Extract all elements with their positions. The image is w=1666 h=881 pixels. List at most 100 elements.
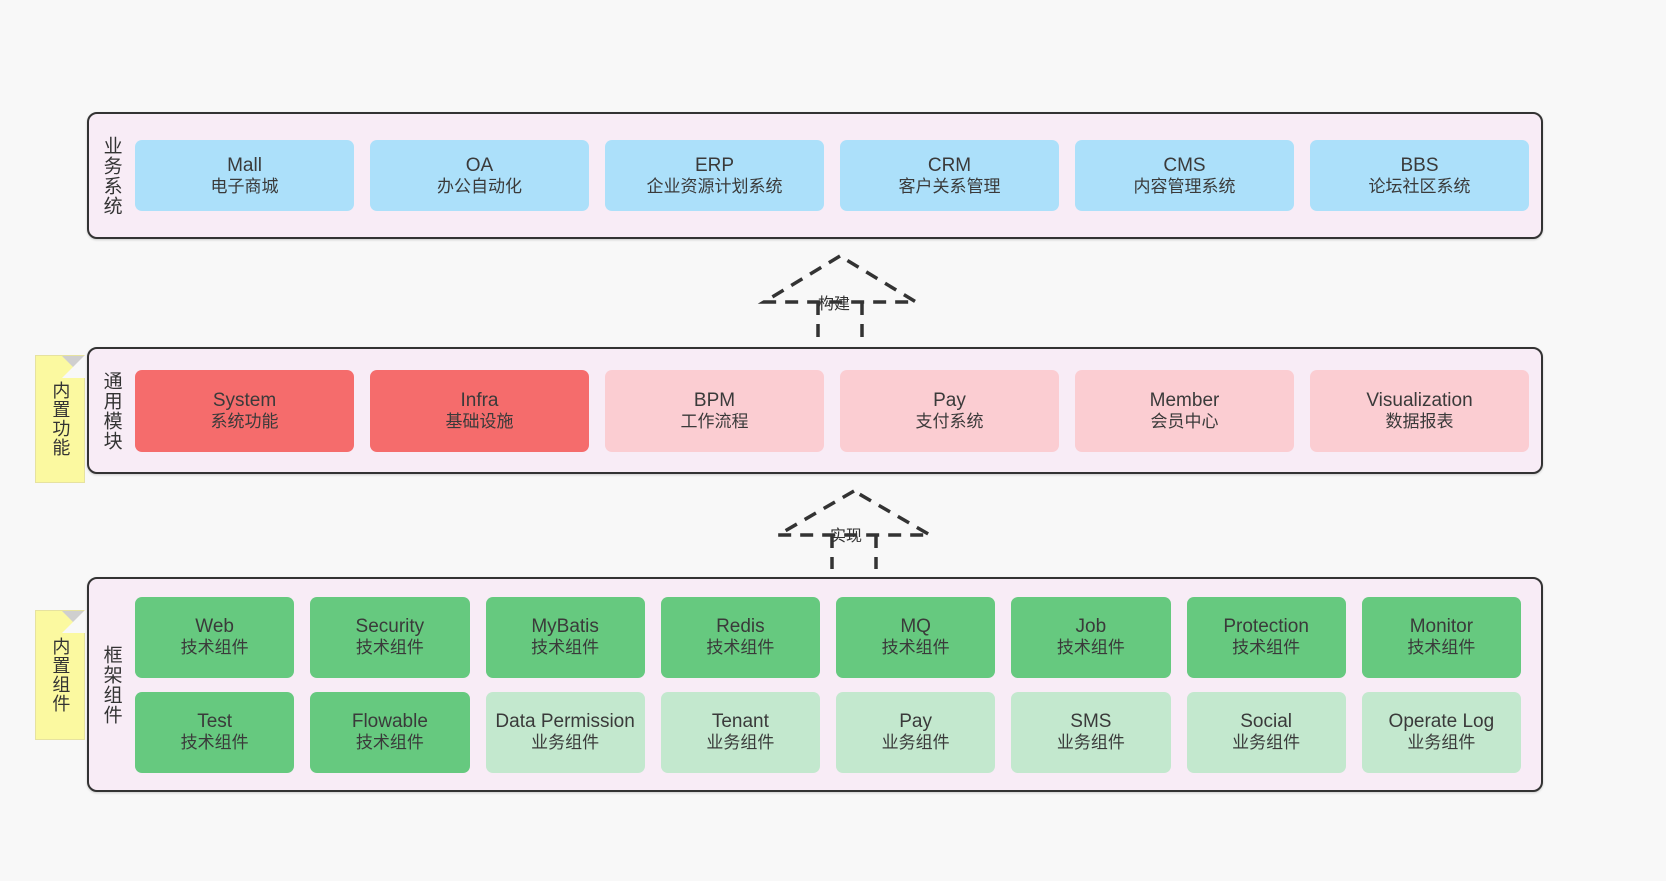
node-title: BBS [1400,154,1439,176]
node-title: Security [355,616,425,638]
node-subtitle: 数据报表 [1385,411,1454,431]
node-subtitle: 业务组件 [706,733,775,753]
node-title: Monitor [1409,616,1474,638]
node-row: Mall 电子商城 OA 办公自动化 ERP 企业资源计划系统 CRM 客户关系… [135,140,1529,211]
node-monitor[interactable]: Monitor 技术组件 [1361,596,1521,678]
node-subtitle: 系统功能 [210,411,279,431]
node-visualization[interactable]: Visualization 数据报表 [1310,369,1529,452]
node-title: Operate Log [1388,711,1495,733]
layer-body-business: Mall 电子商城 OA 办公自动化 ERP 企业资源计划系统 CRM 客户关系… [133,114,1541,237]
node-title: CRM [927,154,972,176]
sticky-note-builtin-components: 内置组件 [35,610,85,740]
node-title: Redis [716,616,765,638]
node-title: Flowable [351,711,428,733]
node-subtitle: 业务组件 [1056,733,1125,753]
arrow-shaft-build [816,302,864,344]
arrowhead-build [757,253,923,304]
layer-framework-component: 框架组件 Web 技术组件 Security 技术组件 MyBatis 技术组件 [87,577,1543,792]
node-member[interactable]: Member 会员中心 [1075,369,1294,452]
node-subtitle: 技术组件 [881,638,950,658]
node-job[interactable]: Job 技术组件 [1011,596,1171,678]
node-web[interactable]: Web 技术组件 [135,596,295,678]
node-social[interactable]: Social 业务组件 [1186,691,1346,773]
node-title: CMS [1163,154,1206,176]
layer-title-framework: 框架组件 [100,644,122,725]
node-subtitle: 内容管理系统 [1133,176,1236,196]
node-title: Data Permission [495,711,635,733]
node-subtitle: 业务组件 [1407,733,1476,753]
connector-build: 构建 [752,252,932,344]
node-subtitle: 企业资源计划系统 [646,176,783,196]
node-oa[interactable]: OA 办公自动化 [370,140,589,211]
node-mybatis[interactable]: MyBatis 技术组件 [485,596,645,678]
node-title: Pay [899,711,932,733]
node-row: System 系统功能 Infra 基础设施 BPM 工作流程 Pay 支付系统… [135,369,1529,452]
layer-title-common: 通用模块 [100,370,122,451]
layer-body-common: System 系统功能 Infra 基础设施 BPM 工作流程 Pay 支付系统… [133,349,1541,472]
node-title: MyBatis [531,616,599,638]
node-system[interactable]: System 系统功能 [135,369,354,452]
layer-body-framework: Web 技术组件 Security 技术组件 MyBatis 技术组件 Redi… [133,579,1541,790]
connector-label-implement: 实现 [830,528,863,545]
arrowhead-implement [771,488,937,537]
node-redis[interactable]: Redis 技术组件 [660,596,820,678]
node-subtitle: 论坛社区系统 [1368,176,1471,196]
node-subtitle: 电子商城 [210,176,279,196]
node-bbs[interactable]: BBS 论坛社区系统 [1310,140,1529,211]
connector-label-build: 构建 [818,296,851,313]
layer-business-system: 业务系统 Mall 电子商城 OA 办公自动化 ERP 企业资源计划系统 CRM… [87,112,1543,239]
node-title: Job [1075,616,1107,638]
node-sms[interactable]: SMS 业务组件 [1011,691,1171,773]
node-row: Web 技术组件 Security 技术组件 MyBatis 技术组件 Redi… [135,596,1521,678]
node-title: BPM [693,389,736,411]
node-title: Visualization [1366,389,1473,411]
node-title: ERP [694,154,735,176]
node-title: Mall [227,154,262,176]
node-security[interactable]: Security 技术组件 [310,596,470,678]
node-subtitle: 业务组件 [531,733,600,753]
node-subtitle: 技术组件 [180,638,249,658]
node-title: MQ [900,616,931,638]
node-mq[interactable]: MQ 技术组件 [836,596,996,678]
node-data-permission[interactable]: Data Permission 业务组件 [485,691,645,773]
node-title: System [212,389,277,411]
layer-title-business: 业务系统 [100,135,122,216]
node-tenant[interactable]: Tenant 业务组件 [660,691,820,773]
node-title: Tenant [711,711,769,733]
node-operate-log[interactable]: Operate Log 业务组件 [1361,691,1521,773]
node-title: Web [195,616,234,638]
node-subtitle: 基础设施 [445,411,514,431]
node-subtitle: 工作流程 [680,411,749,431]
node-subtitle: 支付系统 [915,411,984,431]
node-subtitle: 技术组件 [531,638,600,658]
node-title: SMS [1070,711,1112,733]
node-flowable[interactable]: Flowable 技术组件 [310,691,470,773]
node-subtitle: 技术组件 [355,733,424,753]
node-erp[interactable]: ERP 企业资源计划系统 [605,140,824,211]
node-cms[interactable]: CMS 内容管理系统 [1075,140,1294,211]
layer-common-module: 通用模块 System 系统功能 Infra 基础设施 BPM 工作流程 Pay… [87,347,1543,474]
node-infra[interactable]: Infra 基础设施 [370,369,589,452]
node-row: Test 技术组件 Flowable 技术组件 Data Permission … [135,691,1521,773]
node-subtitle: 技术组件 [1407,638,1476,658]
node-subtitle: 技术组件 [1056,638,1125,658]
node-subtitle: 技术组件 [1232,638,1301,658]
node-subtitle: 技术组件 [706,638,775,658]
node-title: Protection [1223,616,1309,638]
node-bpm[interactable]: BPM 工作流程 [605,369,824,452]
node-mall[interactable]: Mall 电子商城 [135,140,354,211]
node-crm[interactable]: CRM 客户关系管理 [840,140,1059,211]
node-test[interactable]: Test 技术组件 [135,691,295,773]
node-protection[interactable]: Protection 技术组件 [1186,596,1346,678]
node-subtitle: 办公自动化 [437,176,522,196]
arrow-shaft-implement [830,535,878,569]
node-subtitle: 业务组件 [881,733,950,753]
node-pay-component[interactable]: Pay 业务组件 [836,691,996,773]
node-title: Social [1240,711,1292,733]
node-pay-module[interactable]: Pay 支付系统 [840,369,1059,452]
node-title: Test [197,711,233,733]
node-subtitle: 技术组件 [355,638,424,658]
node-subtitle: 会员中心 [1150,411,1219,431]
node-title: OA [465,154,494,176]
